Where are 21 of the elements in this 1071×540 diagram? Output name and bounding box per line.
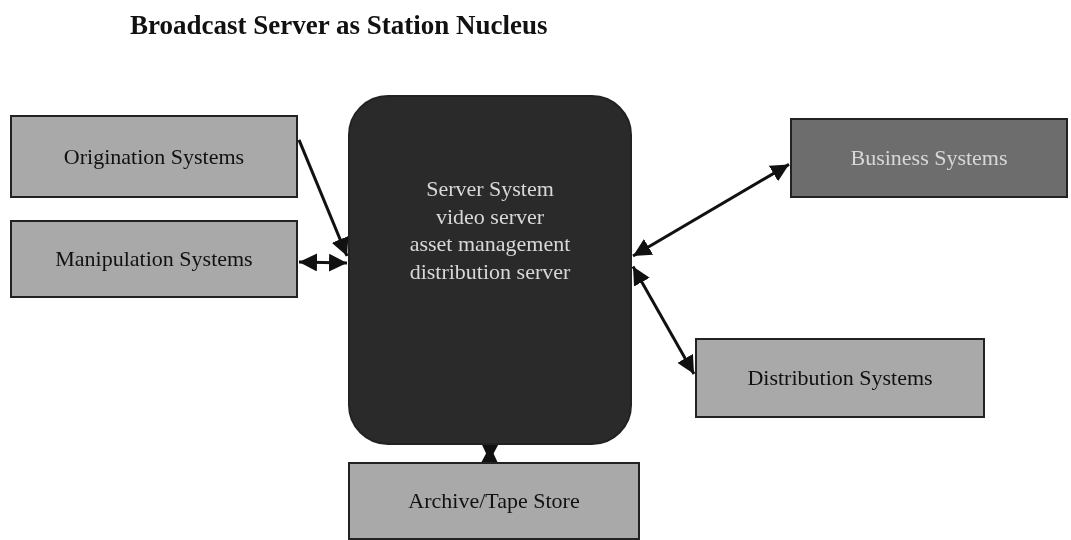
server-rounded-box — [348, 95, 632, 445]
system-box — [790, 118, 1068, 198]
system-box — [348, 462, 640, 540]
diagram-title: Broadcast Server as Station Nucleus — [130, 10, 548, 41]
node-label: distribution server — [409, 257, 571, 285]
system-box — [10, 115, 298, 198]
system-box — [10, 220, 298, 298]
node-label: Archive/Tape Store — [408, 487, 580, 515]
arrow — [631, 265, 696, 375]
arrow — [297, 139, 349, 257]
node-label: Distribution Systems — [747, 364, 933, 392]
arrow — [480, 442, 500, 465]
arrow — [632, 163, 790, 258]
node-label: Business Systems — [850, 144, 1008, 172]
node-label: asset management — [409, 230, 571, 258]
arrow — [298, 253, 348, 272]
node-label: Manipulation Systems — [55, 245, 253, 273]
node-label: video server — [435, 202, 545, 230]
node-label: Origination Systems — [63, 142, 245, 171]
node-label: Server System — [426, 175, 554, 203]
system-box — [695, 338, 985, 418]
